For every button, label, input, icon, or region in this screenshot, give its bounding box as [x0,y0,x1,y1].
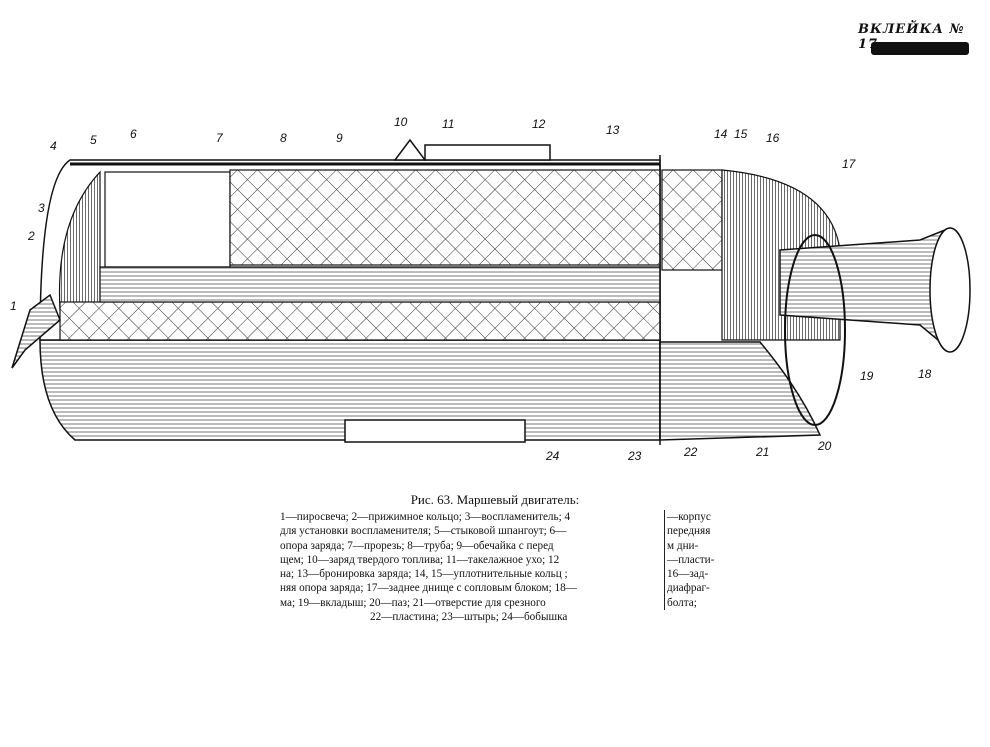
legend-line: на; 13—бронировка заряда; 14, 15—уплотни… [280,568,568,581]
callout-5: 5 [90,133,97,147]
legend-line: няя опора заряда; 17—заднее днище с сопл… [280,582,577,595]
legend-line: щем; 10—заряд твердого топлива; 11—такел… [280,553,560,566]
redaction-bar [871,42,969,55]
callout-13: 13 [606,123,620,137]
igniter-plug [11,293,61,369]
callout-15: 15 [734,127,748,141]
callout-12: 12 [532,117,546,131]
callout-3: 3 [38,201,45,215]
figure-legend-continuation: —корпус передняя м дни- —пласти- 16—зад-… [664,510,717,611]
callout-6: 6 [130,127,137,141]
legend-line: 22—пластина; 23—штырь; 24—бобышка [370,611,568,624]
callout-4: 4 [50,139,57,153]
callout-22: 22 [683,445,698,459]
legend-cont-line: —корпус [667,511,711,523]
plate-bottom [344,419,526,443]
motor-case-lower [39,339,822,441]
rear-ring [784,234,846,426]
legend-line: опора заряда; 7—прорезь; 8—труба; 9—обеч… [280,539,554,552]
engine-cutaway-figure: 1 2 3 4 5 6 7 8 9 10 11 12 13 14 15 16 1… [10,115,971,463]
callout-21: 21 [755,445,769,459]
legend-line: 1—пиросвеча; 2—прижимное кольцо; 3—воспл… [280,511,571,523]
legend-cont-line: болта; [667,596,697,609]
callout-24: 24 [545,449,560,463]
callout-7: 7 [216,131,224,145]
callout-9: 9 [336,131,343,145]
legend-cont-line: 16—зад- [667,568,709,581]
rear-charge [661,169,723,271]
callout-11: 11 [442,117,454,131]
legend-cont-line: —пласти- [667,553,715,566]
callout-17: 17 [842,157,857,171]
callout-1: 1 [10,299,17,313]
callout-18: 18 [918,367,932,381]
callout-20: 20 [817,439,832,453]
callout-2: 2 [27,229,35,243]
figure-caption-title: Рис. 63. Маршевый двигатель: [410,492,580,507]
legend-cont-line: м дни- [667,539,699,552]
nozzle-exit [929,227,971,353]
plate-top [424,144,551,161]
propellant-charge-upper [229,169,661,266]
legend-cont-line: диафраг- [667,582,710,595]
legend-line: для установки воспламенителя; 5—стыковой… [280,525,567,538]
figure-legend: 1—пиросвеча; 2—прижимное кольцо; 3—воспл… [280,510,662,624]
charge-slot [104,171,231,268]
propellant-charge-lower [59,301,661,341]
callout-8: 8 [280,131,287,145]
callout-14: 14 [714,127,728,141]
callout-19: 19 [860,369,874,383]
callout-16: 16 [766,131,780,145]
legend-cont-line: передняя [667,525,711,538]
callout-23: 23 [627,449,642,463]
legend-line: ма; 19—вкладыш; 20—паз; 21—отверстие для… [280,596,546,609]
central-tube [99,266,661,303]
callout-10: 10 [394,115,408,129]
lifting-lug [393,138,427,161]
